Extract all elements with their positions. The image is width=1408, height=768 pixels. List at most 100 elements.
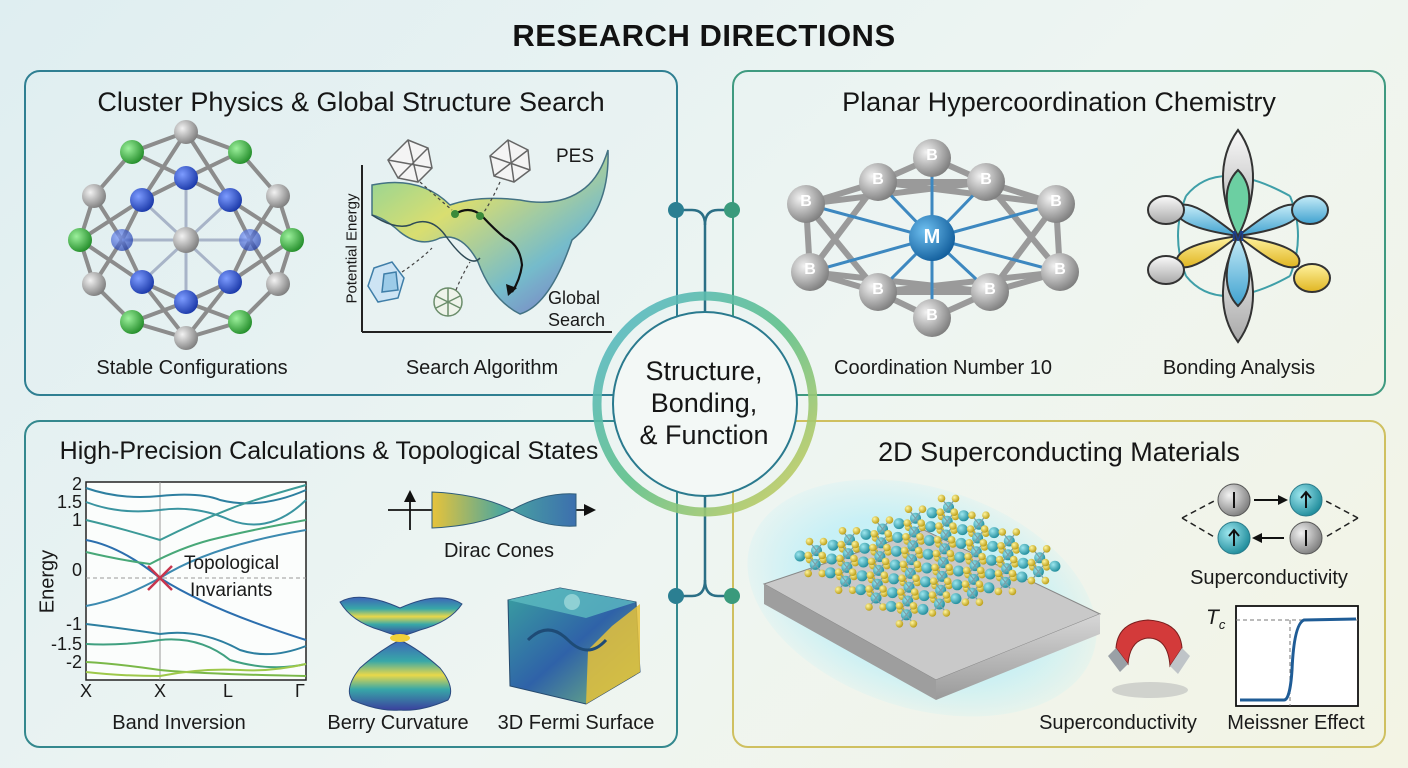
lattice-chalcogen-atom [837,540,845,549]
lattice-chalcogen-atom [980,525,989,533]
lattice-chalcogen-atom [838,527,847,535]
lattice-chalcogen-atom [914,546,923,555]
lattice-chalcogen-atom [961,598,970,606]
lattice-chalcogen-atom [929,577,938,585]
lattice-chalcogen-atom [900,546,909,555]
lattice-chalcogen-atom [884,530,892,538]
lattice-chalcogen-atom [881,557,890,566]
planar-molecule [787,139,1079,337]
band-y-tick: -1.5 [50,634,82,654]
fermi-surface-label: 3D Fermi Surface [497,712,655,734]
boron-atom-label: B [926,307,938,324]
lattice-chalcogen-atom [928,609,937,617]
lattice-chalcogen-atom [895,602,904,610]
lattice-chalcogen-atom [852,527,861,535]
center-line-1: Structure, [645,356,763,386]
lattice-metal-atom [885,600,897,612]
lattice-metal-atom [920,576,931,588]
tc-label: Tc [1206,606,1225,632]
lattice-chalcogen-atom [805,537,814,546]
lattice-chalcogen-atom [871,516,880,524]
lattice-chalcogen-atom [946,549,955,558]
lattice-chalcogen-atom [818,569,826,578]
lattice-chalcogen-atom [909,620,918,628]
superconductivity-bottom-label: Superconductivity [1039,712,1197,734]
potential-energy-axis-label: Potential Energy [343,193,361,304]
berry-curvature-label: Berry Curvature [327,712,469,734]
lattice-chalcogen-atom [968,511,976,519]
meissner-effect-label: Meissner Effect [1227,712,1365,734]
lattice-metal-atom [892,531,904,543]
metal-atom-label: M [923,226,941,248]
lattice-metal-atom [1016,571,1028,583]
cluster-panel-title: Cluster Physics & Global Structure Searc… [97,87,605,117]
lattice-metal-atom [890,545,902,557]
lattice-metal-atom [827,539,839,551]
lattice-metal-atom [824,567,836,579]
band-y-tick: 1.5 [56,492,82,512]
tc-plot [1235,605,1359,707]
boron-atom-label: B [872,171,884,188]
lattice-chalcogen-atom [933,536,942,544]
lattice-metal-atom [987,540,999,552]
lattice-metal-atom [855,584,867,596]
magnet-icon [1108,619,1190,698]
lattice-metal-atom [794,550,806,562]
lattice-metal-atom [893,518,905,530]
center-line-2: Bonding, [650,388,758,418]
band-y-tick: 1 [71,510,82,530]
lattice-metal-atom [888,573,900,585]
lattice-metal-atom [918,590,930,602]
lattice-chalcogen-atom [932,549,941,558]
lattice-chalcogen-atom [918,505,927,513]
lattice-metal-atom [954,551,966,563]
lattice-chalcogen-atom [951,494,960,503]
lattice-chalcogen-atom [1008,569,1017,578]
band-y-tick: 2 [71,474,82,494]
lattice-chalcogen-atom [904,505,913,513]
lattice-chalcogen-atom [965,539,974,547]
lattice-chalcogen-atom [818,551,826,560]
boron-atom-label: B [980,171,992,188]
lattice-metal-atom [986,554,997,566]
lattice-chalcogen-atom [834,568,843,576]
center-label: Structure, Bonding, & Function [604,355,804,451]
lattice-metal-atom [856,570,868,582]
lattice-chalcogen-atom [994,569,1003,578]
boron-atom-label: B [984,281,996,298]
stable-configurations-label: Stable Configurations [96,357,288,379]
lattice-chalcogen-atom [943,577,952,585]
superconductor-slab [747,479,1102,717]
energy-axis-label: Energy [36,549,59,614]
lattice-metal-atom [1049,560,1061,572]
lattice-chalcogen-atom [976,566,985,575]
global-label: Global [548,288,601,308]
lattice-chalcogen-atom [851,540,859,549]
lattice-chalcogen-atom [848,568,857,576]
band-structure-plot [85,481,307,681]
lattice-metal-atom [953,565,964,577]
band-y-tick: -2 [65,652,82,672]
topo-panel-title: High-Precision Calculations & Topologica… [59,437,599,465]
band-inversion-label: Band Inversion [112,712,246,734]
lattice-chalcogen-atom [982,511,990,519]
lattice-chalcogen-atom [1041,576,1050,585]
lattice-chalcogen-atom [998,528,1007,536]
lattice-chalcogen-atom [902,533,910,541]
lattice-chalcogen-atom [1009,555,1018,564]
lattice-metal-atom [956,524,968,536]
lattice-chalcogen-atom [964,552,972,561]
lattice-chalcogen-atom [961,580,970,588]
lattice-metal-atom [926,507,938,519]
superconductivity-top-label: Superconductivity [1190,567,1348,589]
lattice-chalcogen-atom [949,522,957,530]
lattice-metal-atom [955,537,967,549]
lattice-metal-atom [1019,543,1030,555]
lattice-chalcogen-atom [942,591,951,599]
lattice-metal-atom [922,548,934,560]
lattice-chalcogen-atom [917,519,925,527]
lattice-chalcogen-atom [1042,545,1051,553]
lattice-chalcogen-atom [909,602,918,610]
lattice-metal-atom [988,527,1000,539]
lattice-chalcogen-atom [865,585,873,593]
